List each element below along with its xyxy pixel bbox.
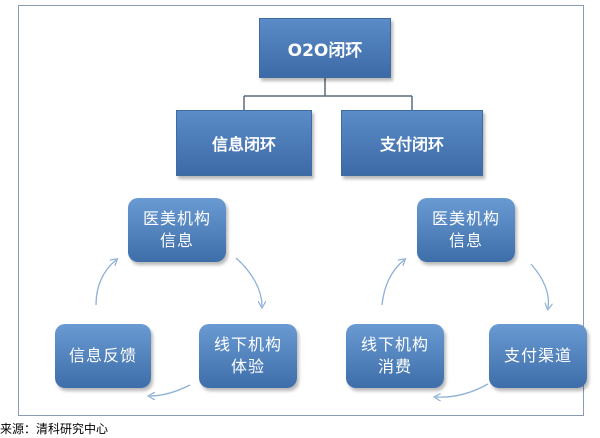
arrow-left-right-to-left [150,384,191,396]
left-cycle-institution-info: 医美机构 信息 [128,198,226,262]
tree-connector-root [243,78,413,110]
arrow-left-top-to-right [235,257,262,306]
arrow-right-left-to-top [381,260,404,306]
source-note: 来源：清科研究中心 [0,422,109,436]
right-cycle-payment-channel: 支付渠道 [489,324,587,388]
right-cycle-institution-info: 医美机构 信息 [417,198,515,262]
arrow-right-top-to-right [530,263,548,308]
left-cycle-offline-experience: 线下机构 体验 [199,324,297,388]
right-cycle-offline-consumption: 线下机构 消费 [346,324,444,388]
arrow-left-left-to-top [95,260,116,306]
info-closed-loop-box: 信息闭环 [176,110,312,176]
left-cycle-info-feedback: 信息反馈 [55,324,151,388]
arrow-right-right-to-left [436,383,489,397]
payment-closed-loop-box: 支付闭环 [341,110,483,176]
root-box: O2O闭环 [259,18,391,78]
